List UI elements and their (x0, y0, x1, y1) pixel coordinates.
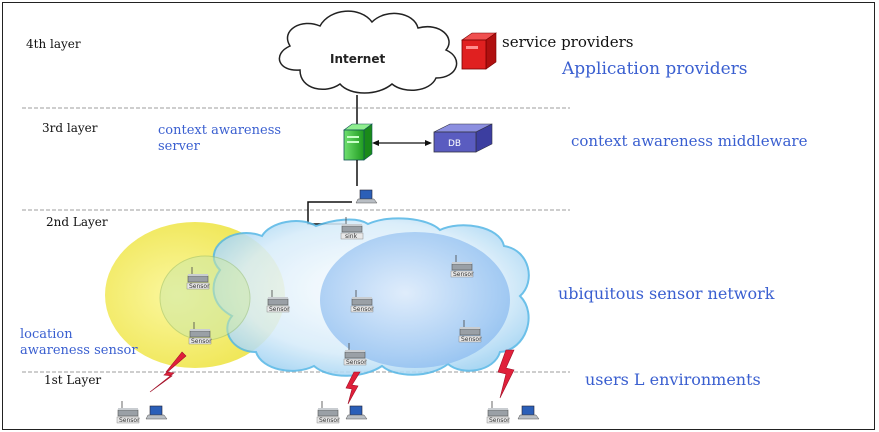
context-server-label-line1: context awareness (158, 123, 282, 138)
context-server-icon (343, 123, 373, 161)
sink-label: sink (345, 233, 358, 240)
gateway-laptop-icon (355, 189, 378, 204)
sensor-label: Sensor (191, 338, 212, 345)
lightning-icon (497, 349, 515, 399)
db-label: DB (448, 139, 461, 149)
sink-node: sink (340, 216, 364, 240)
sensor-node: Sensor (350, 289, 374, 313)
sensor-label: Sensor (453, 271, 474, 278)
service-providers-label: service providers (502, 33, 634, 51)
laptop-icon (345, 405, 368, 420)
layer-1-label: 1st Layer (44, 373, 102, 387)
green-cluster (159, 255, 251, 341)
service-provider-server (461, 32, 497, 70)
lightning-icon (149, 351, 187, 393)
environments-label: users L environments (585, 370, 761, 389)
sensor-node: Sensor (186, 266, 210, 290)
blue-cluster (320, 232, 510, 368)
sensor-label: Sensor (189, 283, 210, 290)
sensor-label: Sensor (346, 359, 367, 366)
sensor-node: Sensor (116, 400, 140, 424)
sensor-label: Sensor (319, 417, 340, 424)
db-box: DB (433, 123, 493, 153)
sensor-node: Sensor (266, 289, 290, 313)
layer-3-label: 3rd layer (42, 121, 98, 135)
sensor-label: Sensor (461, 336, 482, 343)
internet-cloud (278, 10, 458, 94)
sensor-node: Sensor (188, 321, 212, 345)
layer-4-label: 4th layer (26, 37, 81, 51)
laptop-icon (145, 405, 168, 420)
location-sensor-label-line2: awareness sensor (20, 343, 138, 358)
laptop-icon (517, 405, 540, 420)
location-sensor-label-line1: location (20, 327, 73, 342)
sensor-label: Sensor (353, 306, 374, 313)
sensor-network-label: ubiquitous sensor network (558, 284, 775, 303)
application-providers-label: Application providers (562, 59, 748, 79)
sensor-label: Sensor (269, 306, 290, 313)
sensor-label: Sensor (119, 417, 140, 424)
sensor-node: Sensor (343, 342, 367, 366)
layer-2-label: 2nd Layer (46, 215, 108, 229)
context-server-label-line2: server (158, 139, 200, 154)
sensor-node: Sensor (486, 400, 510, 424)
sensor-label: Sensor (489, 417, 510, 424)
sensor-node: Sensor (316, 400, 340, 424)
sensor-node: Sensor (458, 319, 482, 343)
internet-label: Internet (330, 52, 385, 66)
lightning-icon (345, 371, 361, 405)
middleware-label: context awareness middleware (571, 132, 808, 150)
sensor-node: Sensor (450, 254, 474, 278)
